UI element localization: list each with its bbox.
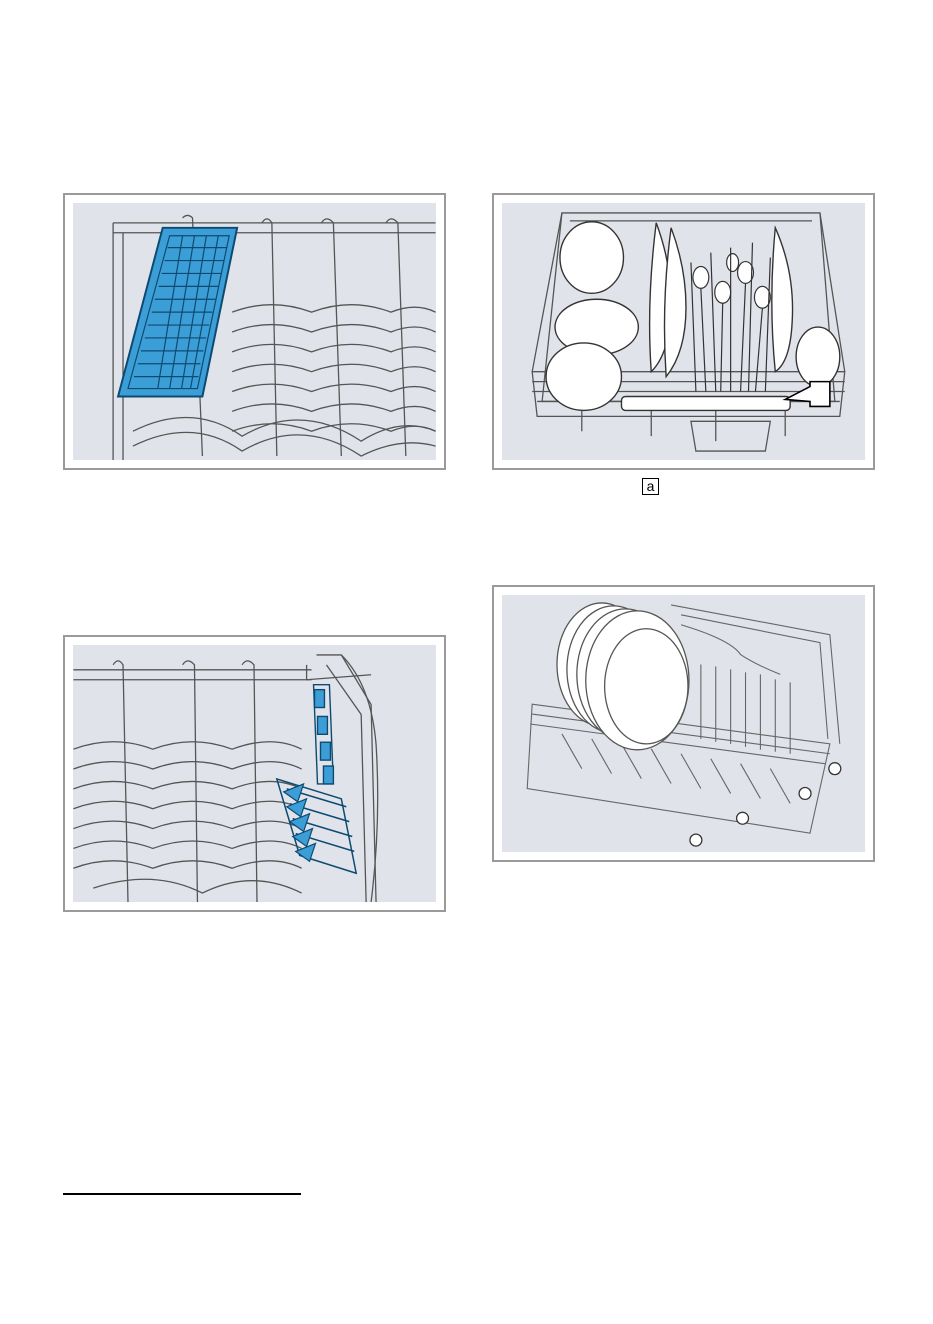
loaded-upper-rack-illustration xyxy=(502,203,865,460)
figure-panel xyxy=(502,203,865,460)
callout-a: a xyxy=(642,478,659,495)
upper-rack-cup-shelf-illustration xyxy=(73,203,436,460)
upper-rack-knife-holder-illustration xyxy=(73,645,436,902)
figure-cup-shelf xyxy=(63,193,446,470)
figure-loaded-rack xyxy=(492,193,875,470)
figure-panel xyxy=(73,203,436,460)
figure-lower-rack xyxy=(492,585,875,862)
figure-panel xyxy=(73,645,436,902)
footnote-rule xyxy=(63,1193,301,1195)
lower-rack-plates-illustration xyxy=(502,595,865,852)
figure-panel xyxy=(502,595,865,852)
figure-knife-holder xyxy=(63,635,446,912)
